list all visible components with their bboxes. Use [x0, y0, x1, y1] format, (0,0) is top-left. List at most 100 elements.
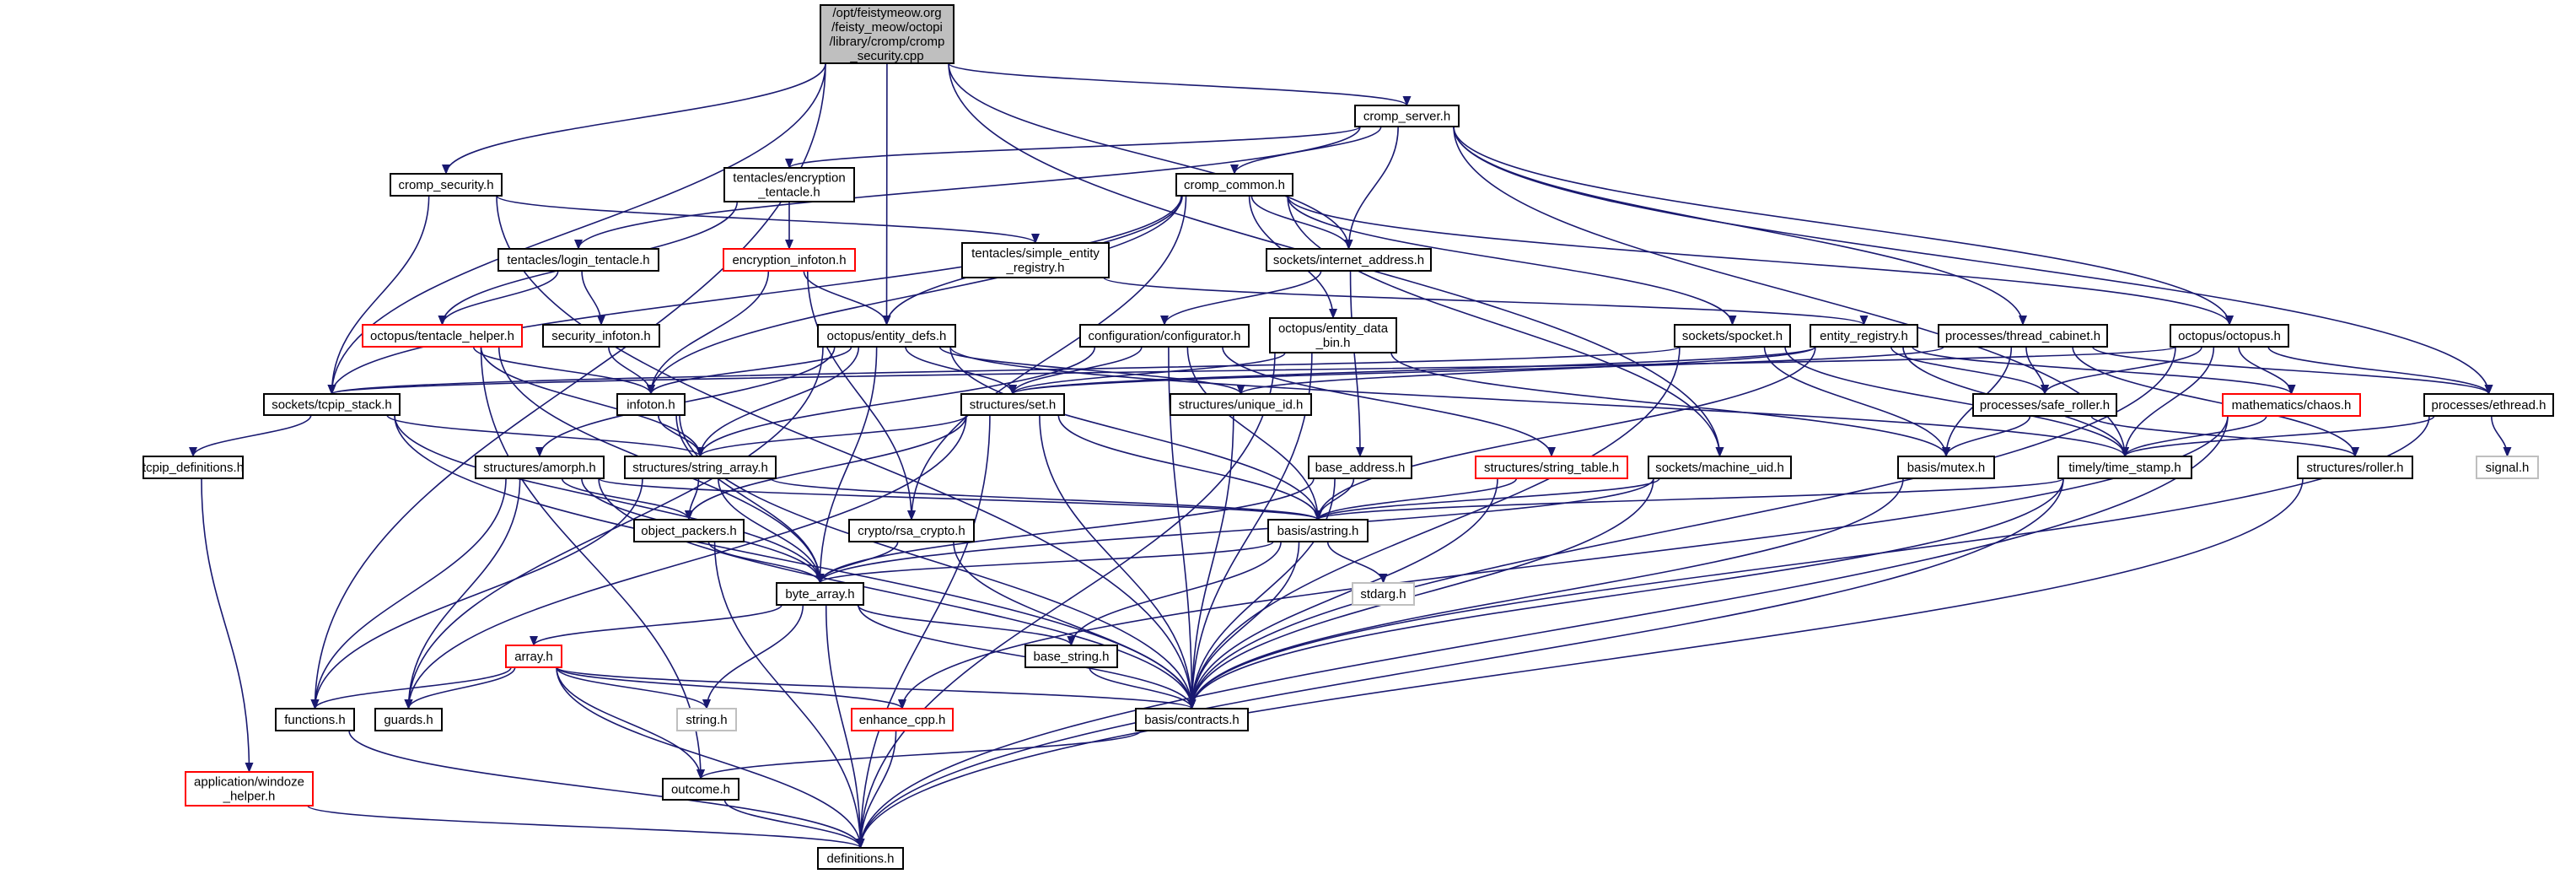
- include-edge-cromp_security-to-tcpip_stack: [327, 195, 430, 395]
- node-root[interactable]: /opt/feistymeow.org/feisty_meow/octopi/l…: [820, 4, 955, 64]
- node-label: octopus/entity_defs.h: [827, 329, 947, 343]
- include-edge-entity_defs-to-string_array: [696, 346, 860, 457]
- node-spocket[interactable]: sockets/spocket.h: [1674, 324, 1791, 348]
- node-tcpip-definitions[interactable]: tcpip_definitions.h: [143, 456, 244, 479]
- node-label: definitions.h: [826, 852, 894, 866]
- node-thread-cabinet[interactable]: processes/thread_cabinet.h: [1938, 324, 2108, 348]
- include-edge-configurator-to-astring: [1186, 346, 1322, 521]
- node-contracts[interactable]: basis/contracts.h: [1135, 708, 1249, 731]
- node-guards[interactable]: guards.h: [374, 708, 443, 731]
- node-box: [2423, 393, 2554, 417]
- include-edge-entity_data_bin-to-definitions: [856, 352, 1276, 849]
- node-box: [542, 324, 660, 348]
- node-astring[interactable]: basis/astring.h: [1267, 519, 1369, 542]
- node-amorph[interactable]: structures/amorph.h: [475, 456, 605, 479]
- node-roller[interactable]: structures/roller.h: [2297, 456, 2413, 479]
- node-label: cromp_server.h: [1363, 110, 1450, 124]
- include-edge-thread_cabinet-to-roller: [2072, 346, 2359, 457]
- node-machine-uid[interactable]: sockets/machine_uid.h: [1648, 456, 1792, 479]
- include-edge-simple_entity_registry-to-entity_registry: [1103, 277, 1869, 326]
- node-base-address[interactable]: base_address.h: [1308, 456, 1412, 479]
- node-box: [2170, 324, 2289, 348]
- node-entity-registry[interactable]: entity_registry.h: [1810, 324, 1918, 348]
- node-chaos[interactable]: mathematics/chaos.h: [2222, 393, 2361, 417]
- node-windoze-helper[interactable]: application/windoze_helper.h: [185, 771, 314, 807]
- include-edge-string_array-to-object_packers: [685, 477, 700, 521]
- node-login-tentacle[interactable]: tentacles/login_tentacle.h: [497, 248, 659, 272]
- include-edge-string_array-to-byte_array: [718, 477, 825, 584]
- node-box: [2222, 393, 2361, 417]
- node-cromp-server[interactable]: cromp_server.h: [1354, 105, 1460, 127]
- node-box: [1269, 317, 1397, 353]
- include-edge-entity_defs-to-unique_id: [938, 346, 1245, 395]
- node-enhance-cpp[interactable]: enhance_cpp.h: [851, 708, 954, 731]
- include-edge-byte_array-to-base_string: [857, 604, 1076, 646]
- include-edge-cromp_server-to-encryption_tentacle: [785, 126, 1361, 169]
- node-label: cromp_security.h: [398, 178, 493, 192]
- node-box: [2057, 456, 2192, 479]
- node-ethread[interactable]: processes/ethread.h: [2423, 393, 2554, 417]
- node-tcpip-stack[interactable]: sockets/tcpip_stack.h: [263, 393, 401, 416]
- node-unique-id[interactable]: structures/unique_id.h: [1170, 393, 1312, 416]
- node-tentacle-helper[interactable]: octopus/tentacle_helper.h: [362, 324, 523, 348]
- node-infoton[interactable]: infoton.h: [616, 393, 686, 416]
- node-object-packers[interactable]: object_packers.h: [633, 519, 745, 542]
- include-edge-configurator-to-string_array: [696, 346, 1096, 457]
- node-label: basis/mutex.h: [1907, 461, 1986, 475]
- include-edge-base_address-to-byte_array: [815, 477, 1315, 584]
- include-edge-entity_registry-to-unique_id: [1236, 346, 1816, 395]
- node-label: stdarg.h: [1360, 587, 1406, 602]
- include-edge-tcpip_definitions-to-windoze_helper: [201, 477, 254, 773]
- node-time-stamp[interactable]: timely/time_stamp.h: [2057, 456, 2192, 479]
- node-functions[interactable]: functions.h: [275, 708, 355, 731]
- node-encryption-infoton[interactable]: encryption_infoton.h: [723, 248, 856, 272]
- include-edge-internet_address-to-configurator: [1160, 270, 1322, 326]
- node-set[interactable]: structures/set.h: [960, 393, 1065, 416]
- include-edge-amorph-to-astring: [598, 477, 1322, 521]
- node-byte-array[interactable]: byte_array.h: [776, 582, 864, 606]
- include-edge-entity_defs-to-time_stamp: [949, 346, 2129, 457]
- node-label: sockets/spocket.h: [1682, 329, 1783, 343]
- node-outcome[interactable]: outcome.h: [662, 778, 739, 801]
- node-definitions[interactable]: definitions.h: [817, 847, 904, 870]
- node-internet-address[interactable]: sockets/internet_address.h: [1266, 248, 1432, 272]
- include-edge-entity_defs-to-astring: [949, 346, 1322, 521]
- node-octopus[interactable]: octopus/octopus.h: [2170, 324, 2289, 348]
- node-encryption-tentacle[interactable]: tentacles/encryption_tentacle.h: [723, 167, 855, 202]
- node-mutex[interactable]: basis/mutex.h: [1897, 456, 1995, 479]
- include-edge-safe_roller-to-mutex: [1942, 415, 2031, 457]
- include-edge-amorph-to-functions: [310, 477, 507, 709]
- node-cromp-security[interactable]: cromp_security.h: [390, 173, 503, 197]
- include-edge-time_stamp-to-contracts: [1187, 477, 2064, 709]
- node-string-table[interactable]: structures/string_table.h: [1475, 456, 1628, 479]
- include-edge-string_table-to-astring: [1314, 477, 1518, 521]
- node-label: sockets/tcpip_stack.h: [272, 398, 392, 413]
- node-security-infoton[interactable]: security_infoton.h: [542, 324, 660, 348]
- node-box: [497, 248, 659, 272]
- include-edge-spocket-to-contracts: [1187, 346, 1681, 709]
- node-label: tcpip_definitions.h: [143, 461, 244, 475]
- node-label: entity_registry.h: [1820, 329, 1908, 343]
- node-box: [1354, 105, 1460, 127]
- include-edge-object_packers-to-definitions: [713, 541, 865, 849]
- node-entity-defs[interactable]: octopus/entity_defs.h: [817, 324, 956, 348]
- node-string-array[interactable]: structures/string_array.h: [624, 456, 777, 479]
- node-entity-data-bin[interactable]: octopus/entity_data_bin.h: [1269, 317, 1397, 353]
- include-edge-outcome-to-definitions: [723, 799, 865, 849]
- node-box: [662, 778, 739, 801]
- node-array[interactable]: array.h: [505, 645, 562, 668]
- node-simple-entity-registry[interactable]: tentacles/simple_entity_registry.h: [961, 242, 1110, 278]
- include-edge-roller-to-definitions: [856, 477, 2304, 849]
- include-edge-entity_data_bin-to-set: [1008, 352, 1286, 395]
- include-edge-ethread-to-signal: [2491, 415, 2512, 457]
- include-edge-octopus-to-tcpip_stack: [328, 346, 2176, 395]
- include-edge-array-to-functions: [310, 666, 512, 709]
- node-safe-roller[interactable]: processes/safe_roller.h: [1972, 393, 2117, 417]
- node-box: [1938, 324, 2108, 348]
- node-base-string[interactable]: base_string.h: [1024, 645, 1118, 668]
- node-box: [633, 519, 745, 542]
- node-cromp-common[interactable]: cromp_common.h: [1175, 173, 1293, 197]
- node-box: [1175, 173, 1293, 197]
- node-rsa-crypto[interactable]: crypto/rsa_crypto.h: [848, 519, 975, 542]
- node-configurator[interactable]: configuration/configurator.h: [1079, 324, 1250, 348]
